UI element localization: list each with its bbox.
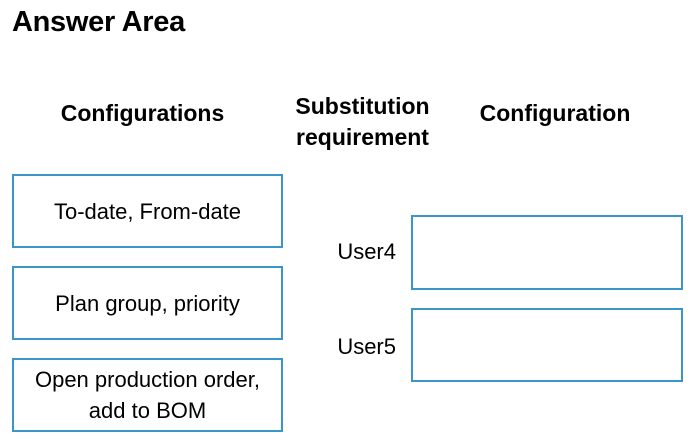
substitution-header-line1: Substitution	[295, 93, 430, 119]
user4-answer-dropzone[interactable]	[411, 215, 683, 290]
option-label: Open production order, add to BOM	[35, 364, 260, 426]
configuration-header: Configuration	[479, 100, 631, 126]
configurations-header: Configurations	[60, 100, 225, 126]
option-open-production-order[interactable]: Open production order, add to BOM	[12, 358, 283, 432]
substitution-header-line2: requirement	[296, 124, 429, 150]
substitution-requirement-header: Substitution requirement	[280, 91, 445, 153]
user5-answer-dropzone[interactable]	[411, 308, 683, 382]
option-to-date-from-date[interactable]: To-date, From-date	[12, 174, 283, 248]
option-label: To-date, From-date	[53, 198, 242, 224]
option-plan-group-priority[interactable]: Plan group, priority	[12, 266, 283, 340]
option-label-line2: add to BOM	[88, 398, 207, 423]
option-label-line1: Open production order,	[34, 367, 261, 392]
user5-label: User5	[337, 334, 396, 359]
answer-area-title: Answer Area	[12, 6, 185, 38]
option-label: Plan group, priority	[55, 290, 240, 316]
user4-label: User4	[337, 239, 396, 264]
